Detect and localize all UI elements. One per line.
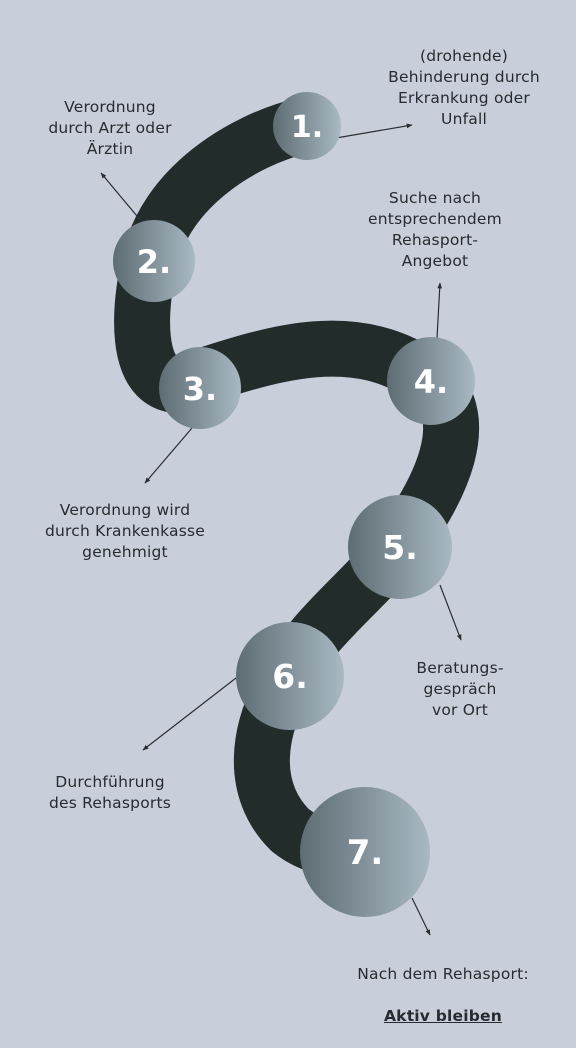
arrow-step-2	[100, 172, 143, 223]
step-7-label: Nach dem Rehasport: Aktiv bleiben	[330, 943, 556, 1048]
arrow-step-5	[439, 584, 462, 641]
step-2-circle	[113, 220, 195, 302]
step-4-number: 4.	[414, 363, 448, 401]
step-2-number: 2.	[137, 243, 171, 281]
step-4-circle	[387, 337, 475, 425]
arrow-step-3	[144, 427, 193, 484]
step-3-number: 3.	[183, 370, 217, 408]
arrow-step-7	[411, 897, 431, 936]
step-3-circle	[159, 347, 241, 429]
step-5-number: 5.	[382, 528, 418, 567]
step-1-circle	[273, 92, 341, 160]
step-circles	[113, 92, 475, 917]
step-7-circle	[300, 787, 430, 917]
step-5-label: Beratungs- gespräch vor Ort	[416, 659, 504, 719]
step-1-label: (drohende) Behinderung durch Erkrankung …	[388, 47, 540, 128]
step-6-label: Durchführung des Rehasports	[48, 773, 172, 812]
step-6-circle	[236, 622, 344, 730]
step-5-circle	[348, 495, 452, 599]
step-7-label-text: Nach dem Rehasport:	[357, 965, 529, 983]
step-7-label-bold: Aktiv bleiben	[383, 1007, 502, 1025]
process-diagram: 1. 2. 3. 4. 5. 6. 7.	[100, 92, 480, 936]
arrow-step-4	[436, 282, 443, 339]
step-7-number: 7.	[347, 833, 384, 873]
step-1-number: 1.	[291, 110, 323, 145]
step-4-label: Suche nach entsprechendem Rehasport- Ang…	[368, 189, 502, 270]
step-2-label: Verordnung durch Arzt oder Ärztin	[48, 98, 172, 158]
step-6-number: 6.	[272, 657, 308, 696]
arrow-step-6	[142, 677, 237, 751]
connector-arrows	[100, 123, 462, 936]
arrow-step-1	[335, 123, 413, 139]
step-3-label: Verordnung wird durch Krankenkasse geneh…	[44, 501, 206, 561]
